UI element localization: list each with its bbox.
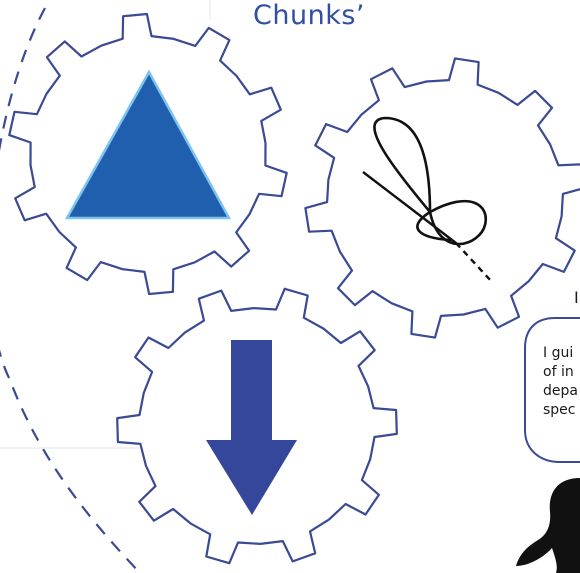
gear-icon	[305, 58, 580, 337]
person-icon	[516, 478, 580, 573]
speech-bubble	[525, 318, 580, 462]
